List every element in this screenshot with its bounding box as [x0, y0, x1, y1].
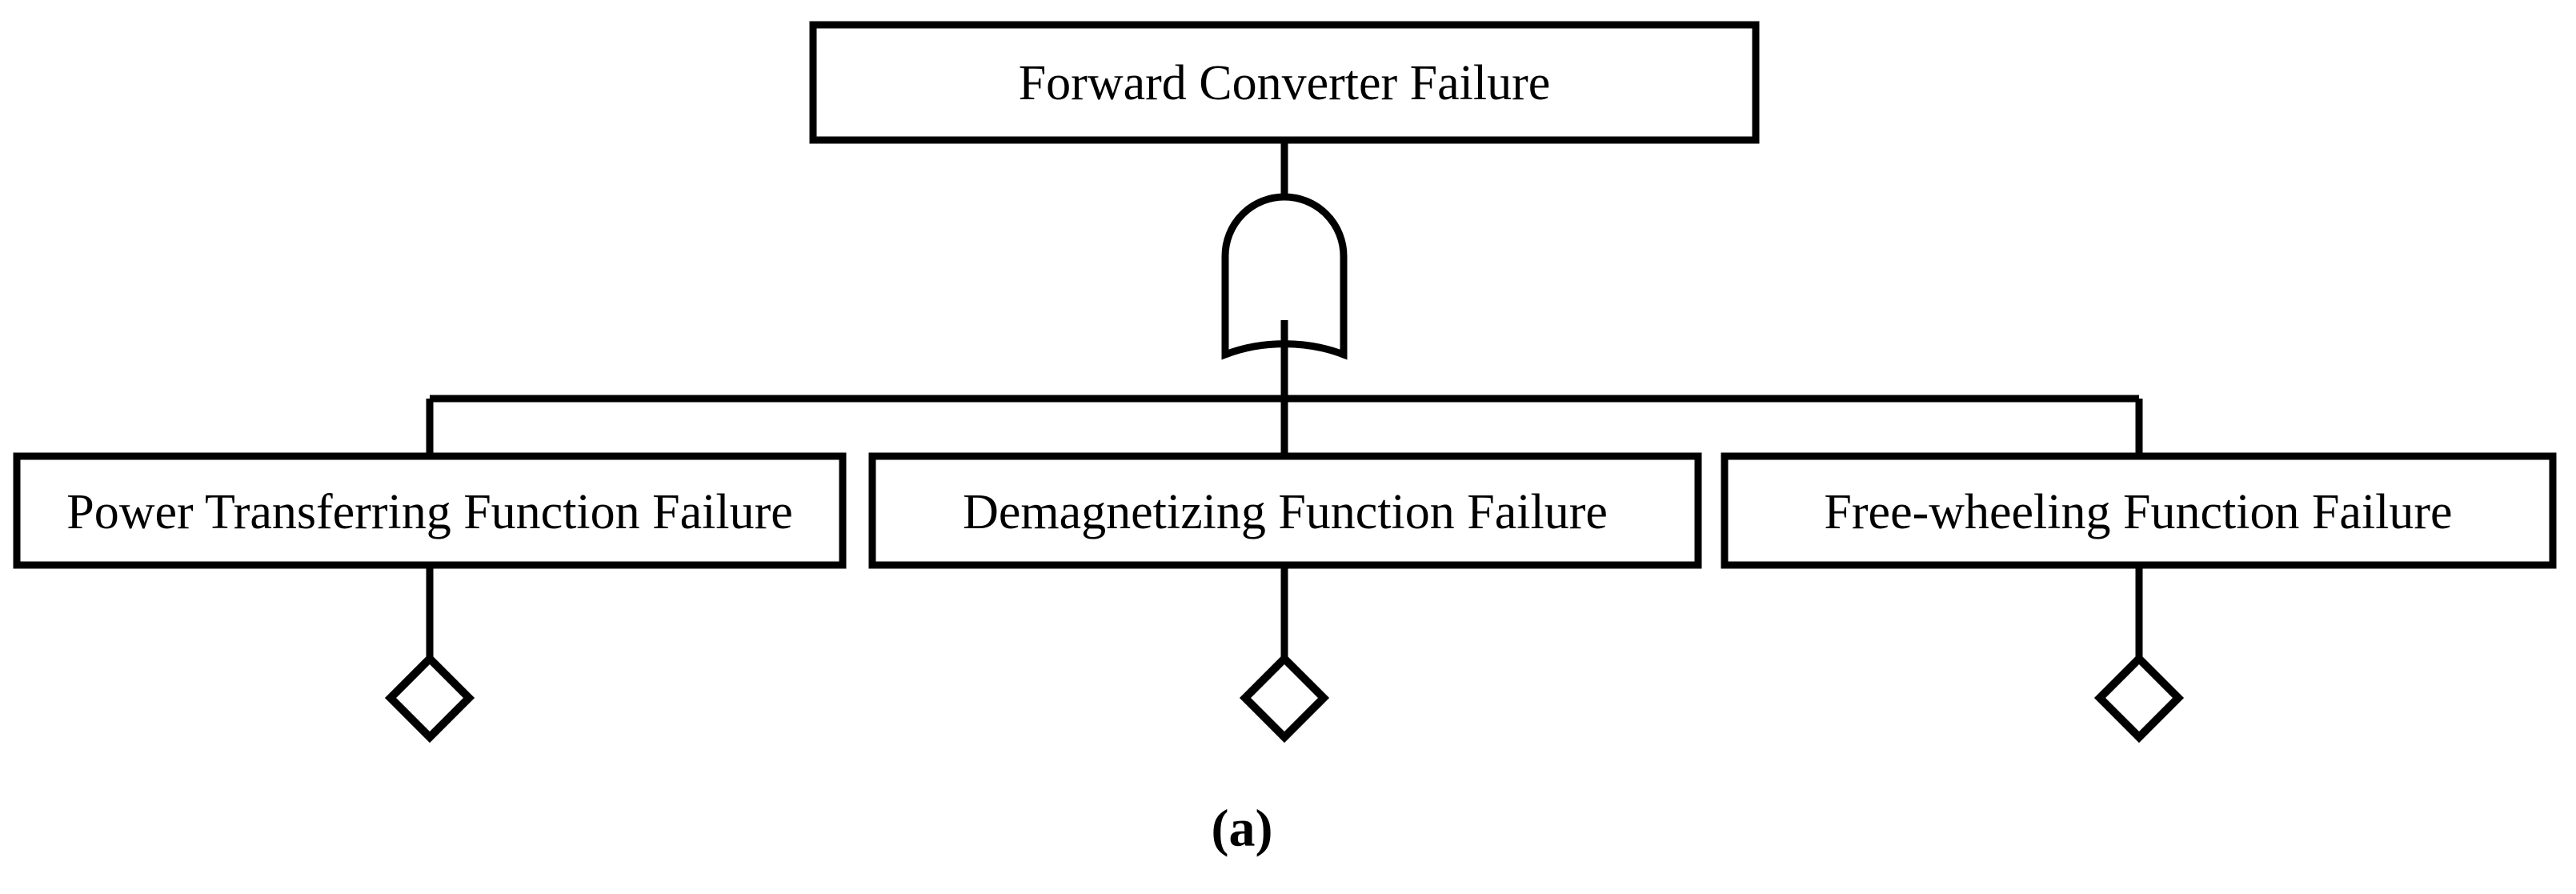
child-label-1: Power Transferring Function Failure [66, 485, 793, 539]
child-node-2[interactable]: Demagnetizing Function Failure [868, 452, 1702, 569]
undeveloped-event-diamond-1[interactable] [384, 652, 475, 744]
or-gate-icon[interactable] [1221, 193, 1348, 360]
child-label-3: Free-wheeling Function Failure [1824, 485, 2452, 539]
child-node-3[interactable]: Free-wheeling Function Failure [1721, 452, 2557, 569]
child-node-1[interactable]: Power Transferring Function Failure [13, 452, 847, 569]
child-box-2[interactable] [868, 452, 1702, 569]
child-box-1[interactable] [13, 452, 847, 569]
child-box-3[interactable] [1721, 452, 2557, 569]
figure-caption: (a) [1212, 800, 1273, 858]
top-event-box[interactable] [809, 21, 1760, 144]
undeveloped-event-diamond-2[interactable] [1239, 652, 1330, 744]
top-event-label: Forward Converter Failure [1019, 56, 1551, 110]
undeveloped-event-diamond-3[interactable] [2093, 652, 2185, 744]
or-gate-shape [1221, 193, 1348, 360]
child-label-2: Demagnetizing Function Failure [963, 485, 1608, 539]
top-event-node[interactable]: Forward Converter Failure [809, 21, 1760, 144]
